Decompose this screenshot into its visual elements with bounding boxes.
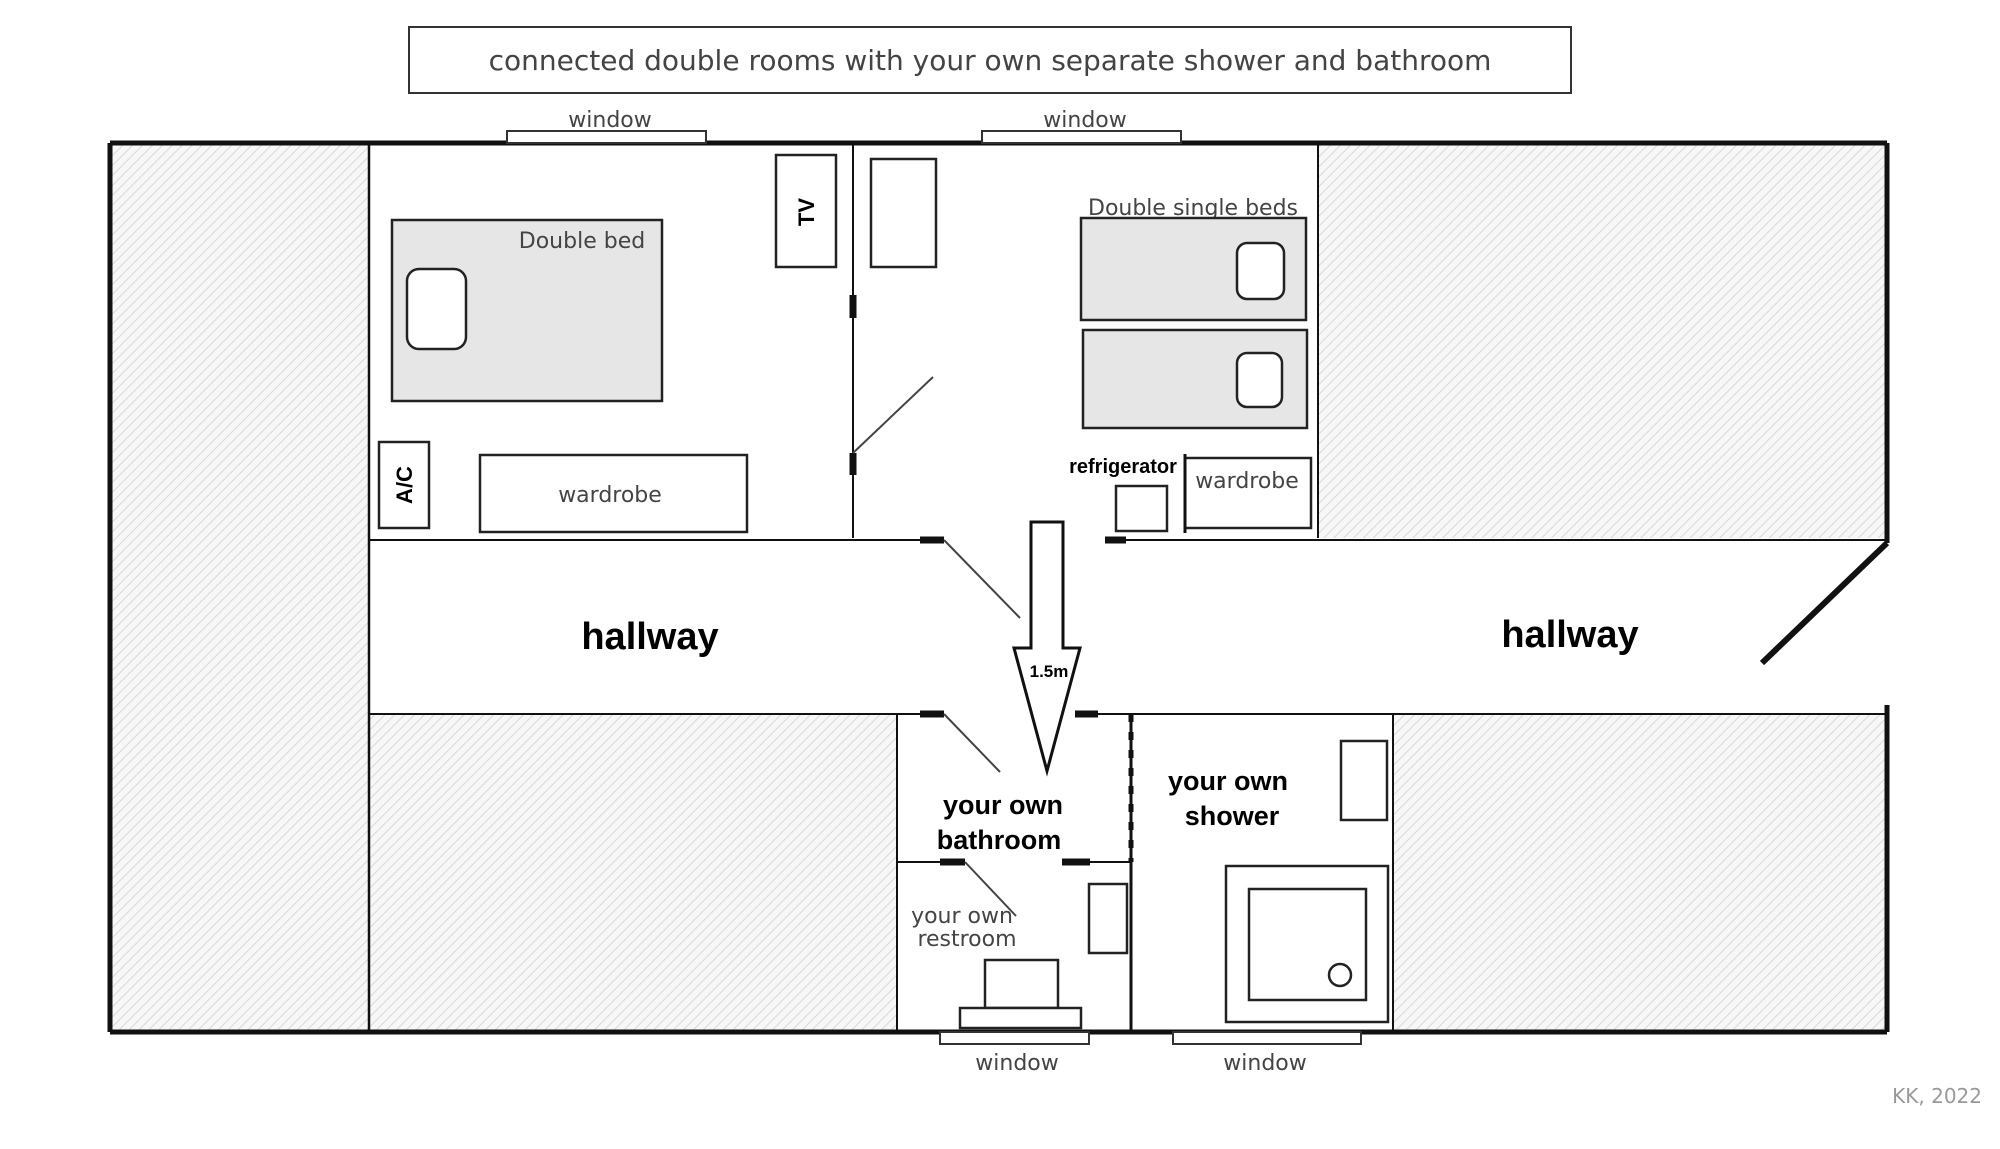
restroom-label-line1: your own <box>911 904 1013 929</box>
tv: TV <box>774 153 838 269</box>
tv-stand <box>869 157 938 269</box>
window-bottom-right: window <box>1172 1031 1362 1076</box>
hallway-label-left: hallway <box>581 616 718 658</box>
ac-unit: A/C <box>377 440 431 530</box>
hatched-zone-left <box>112 145 369 1030</box>
title-box: connected double rooms with your own sep… <box>408 26 1572 94</box>
restroom-label-line2: restroom <box>917 927 1016 952</box>
ac-label: A/C <box>392 466 417 504</box>
shower-shelf <box>1339 739 1389 822</box>
wardrobe-left: wardrobe <box>478 453 749 534</box>
single-beds: Double single beds <box>1079 196 1309 430</box>
wardrobe-label: wardrobe <box>1195 469 1299 494</box>
wardrobe-right: wardrobe <box>1183 454 1313 533</box>
bathroom-label-line2: bathroom <box>937 825 1062 855</box>
wardrobe-label: wardrobe <box>558 483 662 508</box>
pillow <box>1235 351 1284 409</box>
refrigerator: refrigerator <box>1069 456 1177 533</box>
hatched-zone-top-right <box>1318 145 1885 538</box>
sink <box>1087 882 1129 955</box>
tv-label: TV <box>794 198 819 226</box>
credit: KK, 2022 <box>1892 1084 1982 1108</box>
hatched-zone-bottom-right <box>1392 715 1885 1030</box>
window-label: window <box>1043 108 1126 133</box>
shower-tray <box>1224 864 1390 1024</box>
window-label: window <box>975 1051 1058 1076</box>
refrigerator-label: refrigerator <box>1069 456 1177 478</box>
window-label: window <box>1223 1051 1306 1076</box>
doors <box>849 295 1890 917</box>
distance-arrow: 1.5m <box>1012 520 1082 777</box>
shower-label-line2: shower <box>1185 801 1280 831</box>
drain-icon <box>1327 962 1353 988</box>
shower-label-line1: your own <box>1168 766 1288 796</box>
bathroom-label-line1: your own <box>943 790 1063 820</box>
hallway-label-right: hallway <box>1501 614 1638 656</box>
window-label: window <box>568 108 651 133</box>
hatched-zone-bottom-left <box>369 715 897 1030</box>
window-top-right: window <box>981 108 1182 144</box>
double-bed-label: Double bed <box>519 229 645 254</box>
pillow <box>1235 241 1286 301</box>
toilet <box>958 958 1083 1030</box>
page-title: connected double rooms with your own sep… <box>489 44 1492 77</box>
distance-label: 1.5m <box>1030 662 1069 681</box>
window-top-left: window <box>506 108 707 144</box>
double-bed: Double bed <box>390 218 664 403</box>
window-bottom-left: window <box>939 1031 1090 1076</box>
